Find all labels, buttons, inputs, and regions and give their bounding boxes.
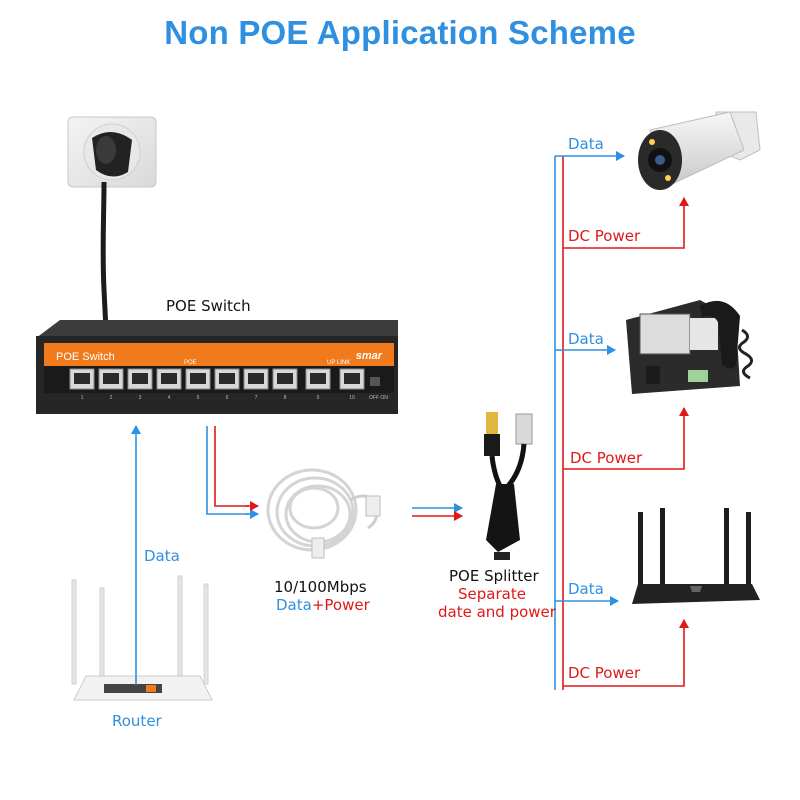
ip-camera-icon <box>638 111 761 190</box>
camera-power-arrow <box>563 197 689 249</box>
poe-switch-icon <box>36 320 398 414</box>
ethernet-ports <box>69 368 365 390</box>
cable-speed-label: 10/100Mbps <box>274 578 367 596</box>
cable-coil-icon <box>266 468 381 559</box>
ip-phone-icon <box>626 300 753 394</box>
ethernet-port-socket <box>74 373 90 384</box>
ethernet-port-socket <box>310 373 326 384</box>
poe-splitter-icon <box>484 412 533 560</box>
cable-plus-word: + <box>311 596 325 614</box>
port-number-label: 10 <box>349 395 355 401</box>
switch-uplink-label: UP LINK <box>327 360 350 366</box>
switch-data-line <box>206 426 248 515</box>
wifi-power-arrow <box>563 619 689 687</box>
port-number-label: 2 <box>110 395 113 401</box>
page-title: Non POE Application Scheme <box>164 14 636 51</box>
port-number-label: 1 <box>81 395 84 401</box>
camera-data-label: Data <box>568 135 604 153</box>
wall-socket-icon <box>67 116 157 188</box>
ethernet-port-socket <box>219 373 235 384</box>
port-number-label: 5 <box>197 395 200 401</box>
port-number-label: 8 <box>284 395 287 401</box>
ethernet-port-socket <box>132 373 148 384</box>
switch-brand: smar <box>356 350 383 362</box>
port-number-labels: 1 2 3 4 5 6 7 8 9 10 <box>81 395 355 401</box>
power-cord <box>100 181 109 331</box>
port-number-label: 9 <box>317 395 320 401</box>
cable-power-word: Power <box>324 596 370 614</box>
router-label: Router <box>112 712 162 730</box>
port-number-label: 7 <box>255 395 258 401</box>
switch-panel-label: POE Switch <box>56 351 115 363</box>
splitter-desc-line1: Separate <box>458 585 526 603</box>
phone-power-label: DC Power <box>570 449 643 467</box>
ethernet-port-socket <box>190 373 206 384</box>
ethernet-port-socket <box>277 373 293 384</box>
switch-poe-label: POE <box>184 360 197 366</box>
cable-desc: Data+Power <box>276 596 370 614</box>
phone-data-label: Data <box>568 330 604 348</box>
splitter-desc-line2: date and power <box>438 603 556 621</box>
ethernet-port-socket <box>344 373 360 384</box>
wifi-power-label: DC Power <box>568 664 641 682</box>
port-number-label: 3 <box>139 395 142 401</box>
switch-caption: POE Switch <box>166 297 251 315</box>
phone-power-arrow <box>563 407 689 470</box>
wifi-router-icon <box>632 508 760 604</box>
port-number-label: 6 <box>226 395 229 401</box>
camera-power-label: DC Power <box>568 227 641 245</box>
port-number-label: 4 <box>168 395 171 401</box>
switch-power-line <box>214 426 248 507</box>
router-data-label: Data <box>144 547 180 565</box>
ethernet-port-socket <box>248 373 264 384</box>
splitter-name: POE Splitter <box>449 567 539 585</box>
ethernet-port-socket <box>103 373 119 384</box>
router-icon <box>71 575 213 701</box>
cable-data-word: Data <box>276 596 312 614</box>
ethernet-port-socket <box>161 373 177 384</box>
switch-power-switch-label: OFF ON <box>369 395 388 401</box>
wifi-data-label: Data <box>568 580 604 598</box>
